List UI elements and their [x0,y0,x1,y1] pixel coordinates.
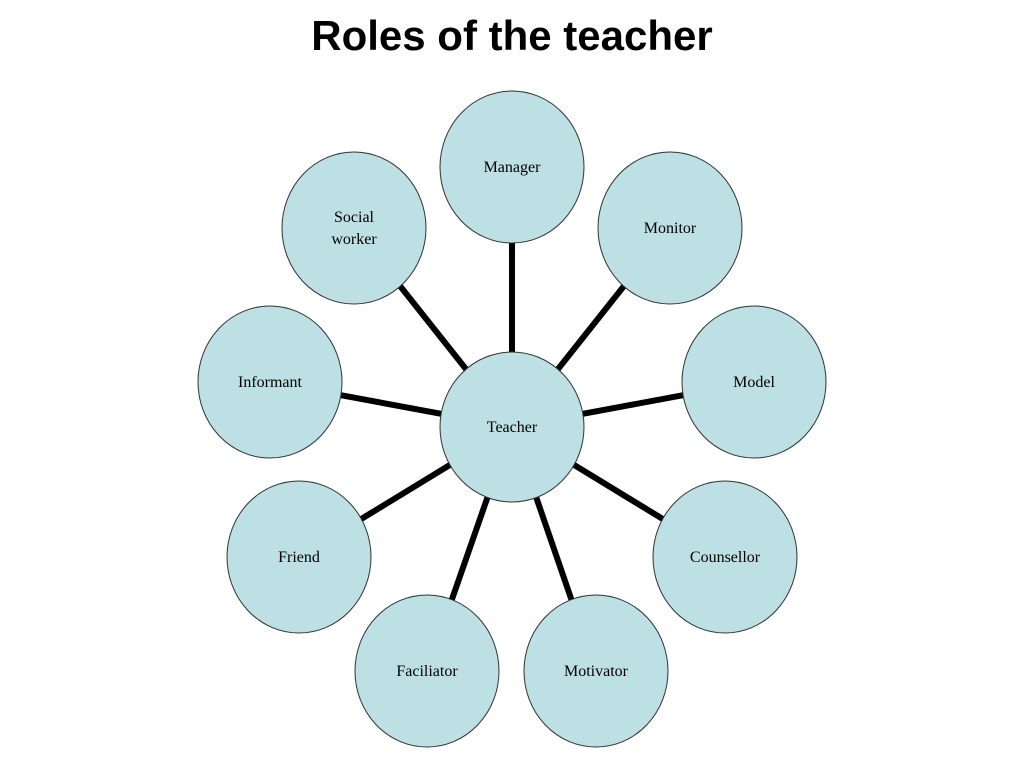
node-manager-circle [439,90,585,244]
node-motivator-circle [523,594,669,748]
node-model-circle [681,305,827,459]
node-faciliator: Faciliator [354,594,500,748]
node-informant-label: Informant [238,374,303,391]
node-monitor-circle [597,151,743,305]
connector-monitor [555,284,627,372]
connector-faciliator [449,496,491,601]
node-social-worker-circle [281,151,427,305]
connector-model [582,392,684,417]
node-counsellor-label: Counsellor [690,549,761,566]
connector-informant [340,392,442,417]
node-motivator: Motivator [523,594,669,748]
node-monitor-label: Monitor [644,220,697,237]
node-informant: Informant [197,305,343,459]
node-faciliator-circle [354,594,500,748]
connector-social-worker [397,284,469,372]
node-social-worker-label: Social [334,209,375,226]
node-friend-label: Friend [278,549,320,566]
node-informant-circle [197,305,343,459]
node-counsellor: Counsellor [652,480,798,634]
node-social-worker: Social worker [281,151,427,305]
node-teacher: Teacher [439,351,585,503]
node-motivator-label: Motivator [564,663,629,680]
page-title: Roles of the teacher [311,12,713,59]
node-manager-label: Manager [484,159,542,176]
node-model: Model [681,305,827,459]
node-friend: Friend [226,480,372,634]
connector-counsellor [572,462,665,522]
node-friend-circle [226,480,372,634]
node-model-label: Model [733,374,775,391]
node-teacher-label: Teacher [487,419,538,436]
node-manager: Manager [439,90,585,244]
connector-friend [359,462,452,522]
connectors [340,243,684,601]
node-teacher-circle [439,351,585,503]
nodes: Teacher ManagerMonitorModelCounsellorMoti… [197,90,827,748]
node-counsellor-circle [652,480,798,634]
node-faciliator-label: Faciliator [396,663,458,680]
node-social-worker-label: worker [331,231,377,248]
connector-motivator [533,496,575,601]
node-monitor: Monitor [597,151,743,305]
